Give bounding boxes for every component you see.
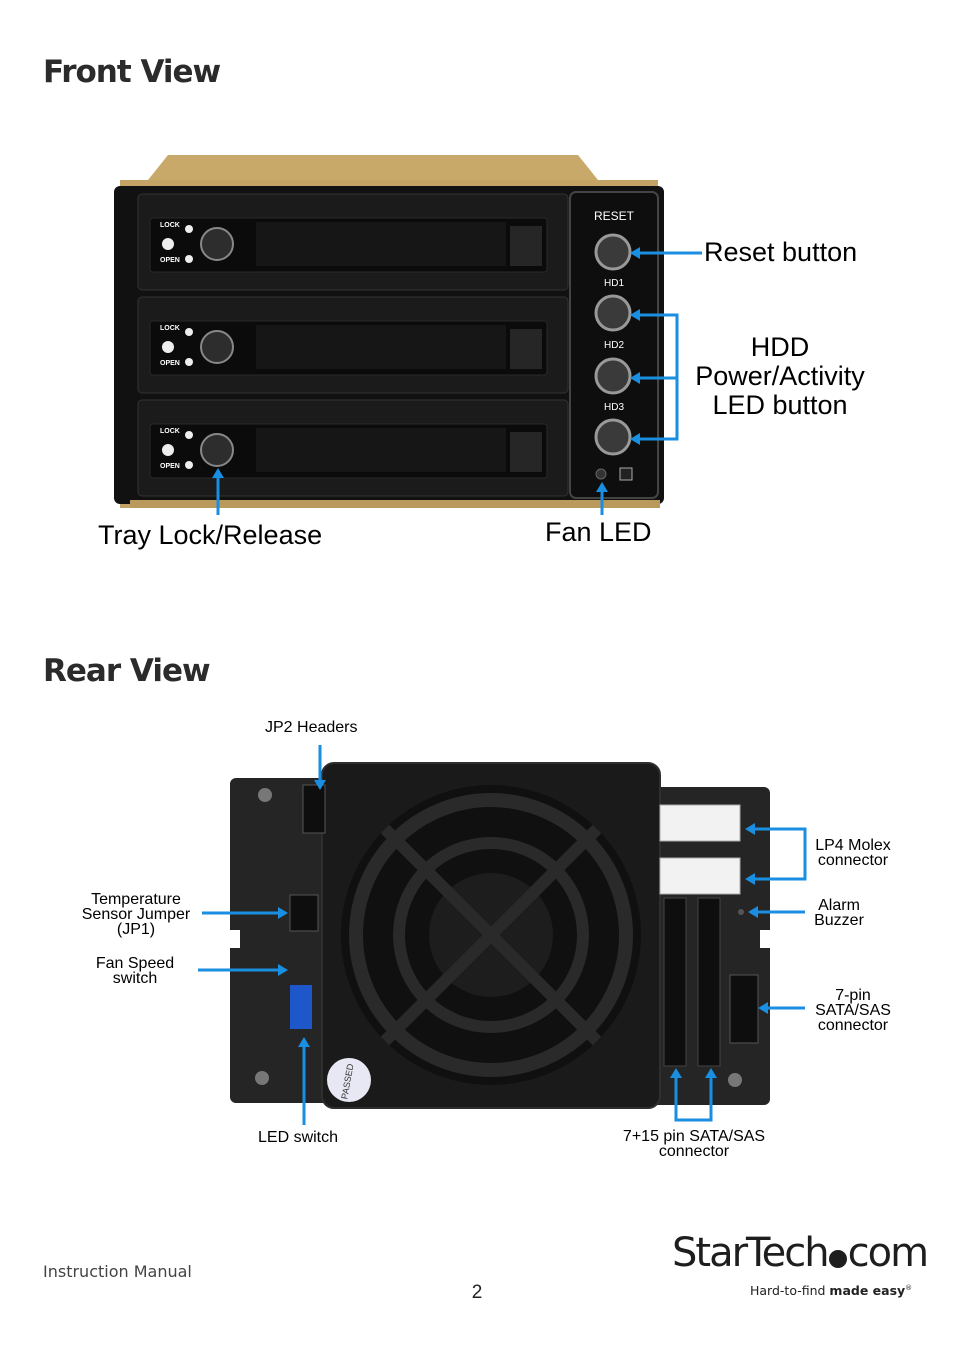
panel-hd1-label: HD1 bbox=[604, 278, 625, 289]
tagline-mark: ® bbox=[905, 1283, 913, 1292]
lp4-molex-line1: LP4 Molex bbox=[815, 837, 891, 854]
sata7-line2: SATA/SAS bbox=[815, 1002, 891, 1019]
hdd-led-callout: HDD Power/Activity LED button bbox=[680, 333, 880, 420]
tray-lock-knobs bbox=[162, 225, 234, 469]
logo-text-right: com bbox=[847, 1230, 929, 1276]
cooling-fan bbox=[321, 762, 661, 1109]
panel-reset-label: RESET bbox=[594, 209, 635, 223]
sata7-callout: 7-pin SATA/SAS connector bbox=[805, 987, 901, 1034]
lp4-molex-callout: LP4 Molex connector bbox=[805, 837, 901, 869]
drive-tray-1[interactable] bbox=[137, 193, 569, 291]
rear-connectors bbox=[289, 784, 759, 1067]
lp4-molex-line2: connector bbox=[817, 852, 889, 869]
temp-sensor-line2: Sensor Jumper bbox=[81, 906, 191, 923]
alarm-buzzer-line1: Alarm bbox=[818, 897, 860, 914]
front-callout-arrowheads bbox=[212, 247, 640, 492]
logo-text-left: StarTech bbox=[672, 1230, 830, 1276]
sata715-line1: 7+15 pin SATA/SAS bbox=[622, 1128, 766, 1145]
temp-sensor-line1: Temperature bbox=[91, 891, 181, 908]
bay1-lock-label: LOCK bbox=[160, 222, 180, 229]
sata715-callout: 7+15 pin SATA/SAS connector bbox=[605, 1128, 783, 1160]
temp-sensor-callout: Temperature Sensor Jumper (JP1) bbox=[70, 891, 202, 938]
temp-sensor-line3: (JP1) bbox=[116, 921, 156, 938]
sata7-line1: 7-pin bbox=[835, 987, 871, 1004]
startech-logo: StarTech com bbox=[672, 1230, 929, 1276]
fan-speed-callout: Fan Speed switch bbox=[85, 955, 185, 987]
alarm-buzzer-callout: Alarm Buzzer bbox=[805, 897, 873, 929]
bay2-lock-label: LOCK bbox=[160, 325, 180, 332]
tray-lock-callout: Tray Lock/Release bbox=[98, 520, 323, 550]
led-switch-callout: LED switch bbox=[258, 1129, 339, 1146]
rear-callout-lines bbox=[198, 745, 807, 1125]
hdd-led-callout-line2: Power/Activity bbox=[695, 361, 865, 391]
logo-tagline: Hard-to-find made easy® bbox=[750, 1283, 912, 1298]
tagline-bold: made easy bbox=[829, 1283, 906, 1298]
hdd-led-callout-line1: HDD bbox=[750, 332, 810, 362]
bay1-open-label: OPEN bbox=[160, 257, 180, 264]
fan-led-callout: Fan LED bbox=[545, 517, 652, 547]
rear-callout-arrowheads bbox=[278, 780, 768, 1078]
jp2-headers-callout: JP2 Headers bbox=[265, 719, 358, 736]
footer-manual-label: Instruction Manual bbox=[43, 1262, 192, 1281]
alarm-buzzer-line2: Buzzer bbox=[814, 912, 864, 929]
drive-tray-3[interactable] bbox=[137, 399, 569, 497]
sata7-line3: connector bbox=[817, 1017, 889, 1034]
panel-hd3-label: HD3 bbox=[604, 402, 625, 413]
drive-tray-2[interactable] bbox=[137, 296, 569, 394]
fan-speed-line1: Fan Speed bbox=[95, 955, 175, 972]
bay3-lock-label: LOCK bbox=[160, 428, 180, 435]
logo-dot-icon bbox=[828, 1250, 847, 1268]
reset-button-callout: Reset button bbox=[704, 237, 858, 267]
bay3-open-label: OPEN bbox=[160, 463, 180, 470]
bay2-open-label: OPEN bbox=[160, 360, 180, 367]
tagline-plain: Hard-to-find bbox=[750, 1283, 830, 1298]
front-view-heading: Front View bbox=[43, 54, 221, 90]
fan-speed-line2: switch bbox=[112, 970, 158, 987]
sata715-line2: connector bbox=[658, 1143, 730, 1160]
page-number: 2 bbox=[471, 1282, 483, 1303]
control-panel bbox=[569, 191, 659, 499]
panel-hd2-label: HD2 bbox=[604, 340, 625, 351]
rear-view-heading: Rear View bbox=[43, 653, 211, 689]
hdd-led-callout-line3: LED button bbox=[712, 390, 848, 420]
